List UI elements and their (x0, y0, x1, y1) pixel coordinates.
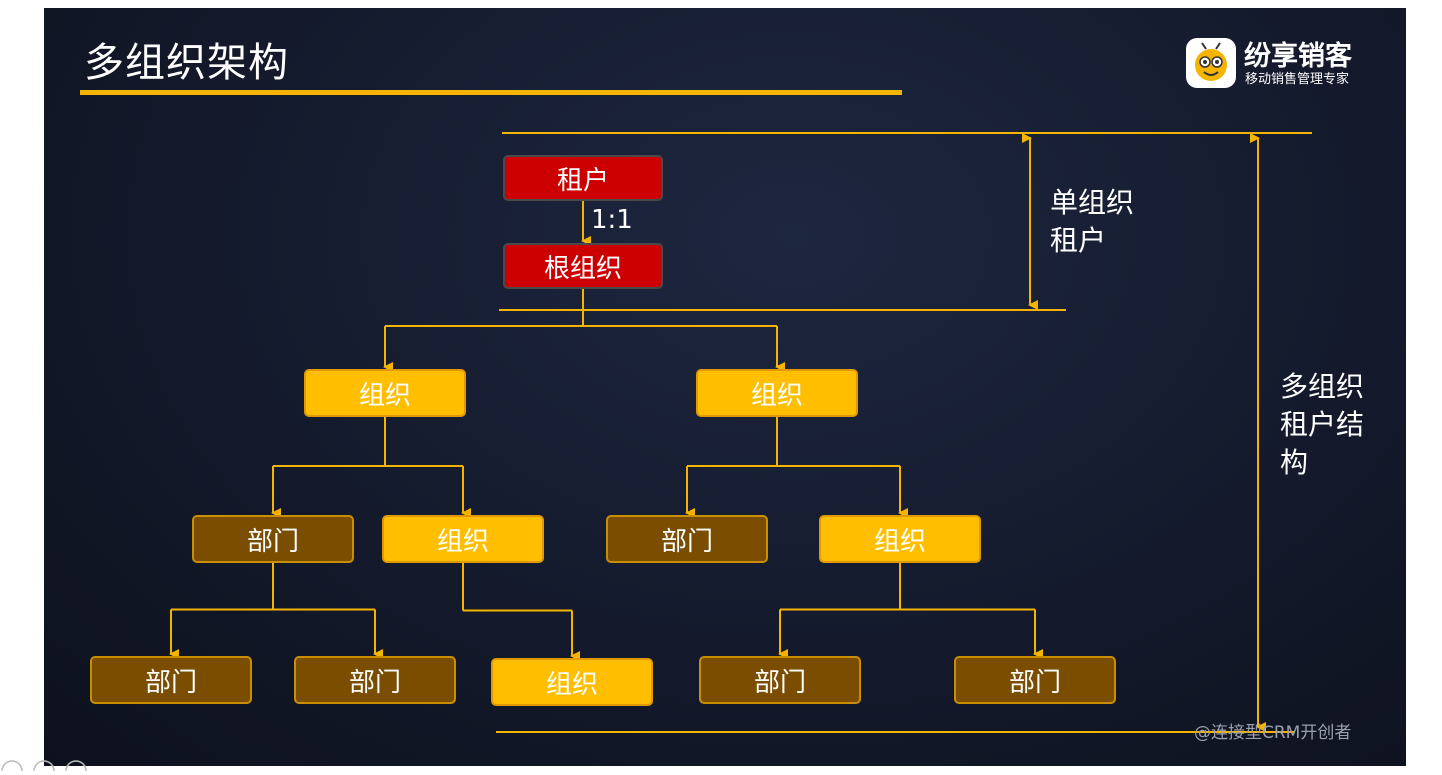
multi-org-label-line: 租户结 (1280, 408, 1365, 441)
node-dept-l3-a: 部门 (90, 656, 252, 704)
page-corner-decoration (0, 756, 100, 775)
node-org-l2-d: 组织 (819, 515, 981, 563)
multi-org-label-line: 多组织 (1280, 370, 1365, 403)
brand-logo: 纷享销客 移动销售管理专家 (1186, 34, 1396, 90)
node-dept-l3-d: 部门 (699, 656, 861, 704)
node-dept-l3-e: 部门 (954, 656, 1116, 704)
single-org-label-line: 单组织 (1050, 186, 1135, 219)
node-dept-l2-a: 部门 (192, 515, 354, 563)
node-org-l2-b: 组织 (382, 515, 544, 563)
node-root: 根组织 (503, 243, 663, 289)
tree-edges (169, 201, 1043, 661)
node-dept-l2-c: 部门 (606, 515, 768, 563)
slide: 多组织架构 纷享销客 移动销售管理专家 (44, 8, 1406, 766)
title-underline (80, 90, 902, 95)
node-org-l1-b: 组织 (696, 369, 858, 417)
node-tenant: 租户 (503, 155, 663, 201)
node-org-l3-c: 组织 (491, 658, 653, 706)
slide-title: 多组织架构 (84, 40, 289, 86)
brand-slogan: 移动销售管理专家 (1245, 72, 1350, 87)
scope-brackets (496, 132, 1312, 733)
single-org-label-line: 租户 (1050, 224, 1107, 257)
node-org-l1-a: 组织 (304, 369, 466, 417)
ratio-label: 1:1 (591, 205, 633, 235)
multi-org-label-line: 构 (1280, 446, 1309, 479)
bee-logo-icon (1186, 38, 1236, 88)
watermark-text: @连接型CRM开创者 (1194, 723, 1352, 743)
diagram-connectors (169, 132, 1312, 733)
single-org-tenant-label: 单组织 租户 (1050, 184, 1134, 260)
node-dept-l3-b: 部门 (294, 656, 456, 704)
multi-org-tenant-label: 多组织 租户结 构 (1280, 368, 1364, 482)
brand-name: 纷享销客 (1244, 41, 1352, 72)
